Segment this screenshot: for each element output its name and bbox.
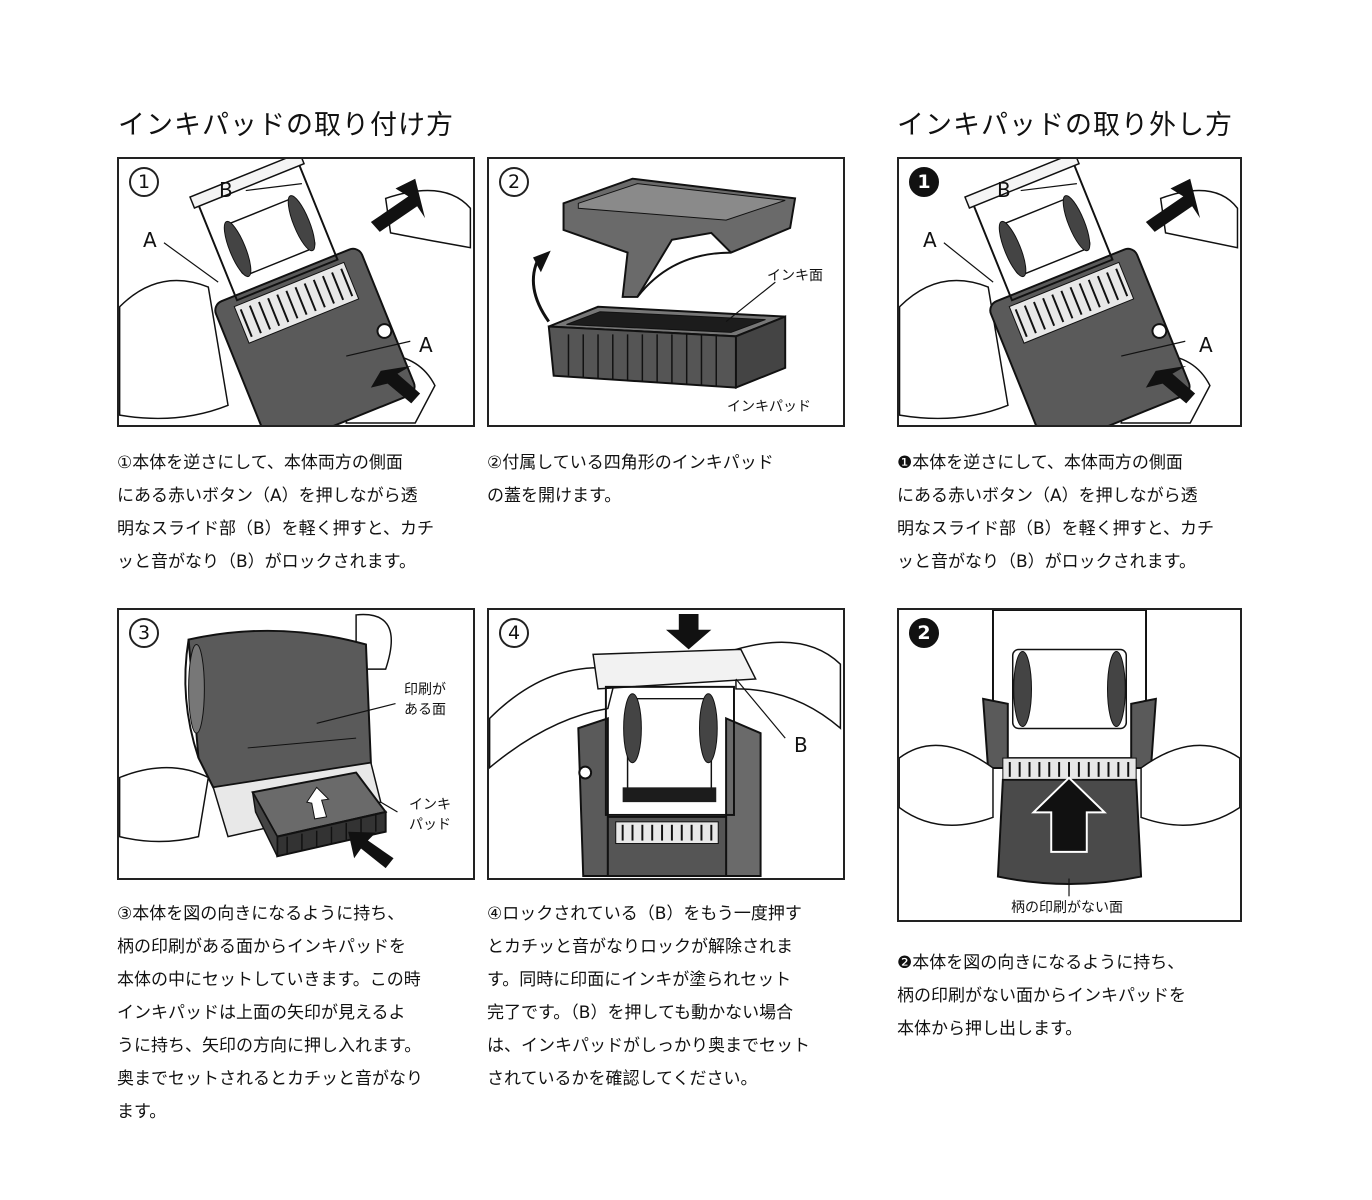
step-number-remove-2: 2: [909, 618, 939, 648]
desc-step-2: ②付属している四角形のインキパッド の蓋を開けます。: [487, 453, 774, 506]
desc-step-4: ④ロックされている（B）をもう一度押す とカチッと音がなりロックが解除されま す…: [487, 904, 810, 1089]
illustration-lock-slide: [119, 159, 472, 425]
panel-step-2: 2 インキ面 インキパッド: [487, 157, 845, 427]
illustration-unlock: [489, 613, 842, 878]
label-a-left: A: [143, 228, 157, 252]
panel-step-1: 1: [117, 157, 475, 427]
heading-remove: インキパッドの取り外し方: [897, 110, 1233, 141]
panel-remove-step-1: 1 B A A: [897, 157, 1242, 427]
label-a-left: A: [923, 228, 937, 252]
illustration-push-out: [899, 610, 1240, 897]
step-number-remove-1: 1: [909, 167, 939, 197]
panel-step-4: 4 B: [487, 608, 845, 880]
panel-step-3: 3 印刷がある面 インキパッド: [117, 608, 475, 880]
label-b: B: [794, 733, 808, 757]
desc-step-1: ①本体を逆さにして、本体両方の側面 にある赤いボタン（A）を押しながら透 明なス…: [117, 453, 434, 572]
panel-remove-step-2: 2 柄の印刷がない面: [897, 608, 1242, 922]
label-ink-pad: インキパッド: [727, 399, 811, 415]
label-b: B: [997, 178, 1011, 202]
label-a-right: A: [1199, 333, 1213, 357]
step-number-3: 3: [129, 618, 159, 648]
label-b: B: [219, 178, 233, 202]
illustration-lock-slide-remove: [899, 159, 1239, 425]
label-ink-face: インキ面: [767, 268, 823, 284]
heading-attach: インキパッドの取り付け方: [118, 110, 454, 141]
step-number-4: 4: [499, 618, 529, 648]
desc-step-3: ③本体を図の向きになるように持ち、 柄の印刷がある面からインキパッドを 本体の中…: [117, 904, 423, 1122]
desc-remove-step-2: ❷本体を図の向きになるように持ち、 柄の印刷がない面からインキパッドを 本体から…: [897, 953, 1186, 1039]
label-a-right: A: [419, 333, 433, 357]
illustration-insert-pad: [119, 613, 398, 869]
label-printed-side: 印刷がある面: [404, 682, 446, 718]
illustration-open-lid: [531, 177, 797, 390]
desc-remove-step-1: ❶本体を逆さにして、本体両方の側面 にある赤いボタン（A）を押しながら透 明なス…: [897, 453, 1214, 572]
label-ink-pad: インキパッド: [409, 797, 451, 833]
step-number-1: 1: [129, 167, 159, 197]
label-no-print-side: 柄の印刷がない面: [1011, 900, 1123, 916]
step-number-2: 2: [499, 167, 529, 197]
